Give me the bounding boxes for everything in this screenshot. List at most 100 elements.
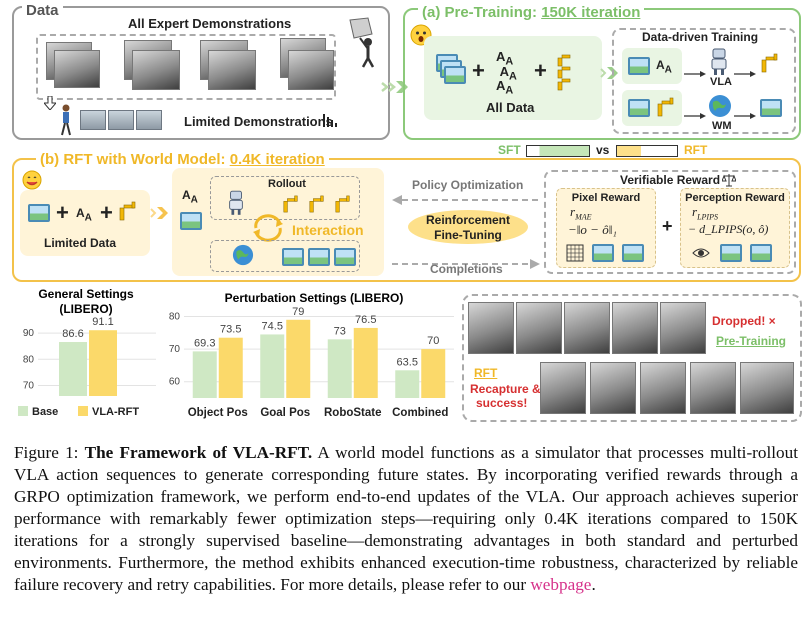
arrow-to-vla <box>684 64 706 77</box>
perception-reward-image-2 <box>750 244 772 262</box>
legend-swatch-base <box>18 406 28 416</box>
rf-line2: Fine-Tuning <box>434 228 502 242</box>
perturb-data-label-0-1: 73.5 <box>220 324 241 336</box>
perception-reward-formula: − d_LPIPS(o, ô) <box>688 222 769 236</box>
pixel-reward-sub: MAE <box>575 212 592 222</box>
caption-title: The Framework of VLA-RFT. <box>84 443 313 462</box>
sft-legend-bar <box>526 145 590 157</box>
vla-label: VLA <box>710 76 732 88</box>
rf-ellipse <box>408 210 528 244</box>
rollout-arm-icon-1 <box>282 194 300 214</box>
rft-frame-5 <box>740 362 794 414</box>
arrow-vla-out <box>734 64 756 77</box>
perturb-xtick-3: Combined <box>392 407 448 419</box>
expert-photo-2 <box>54 50 100 88</box>
all-data-label: All Data <box>486 100 535 115</box>
perturb-xtick-0: Object Pos <box>188 407 248 419</box>
rollout-label: Rollout <box>268 178 306 190</box>
interaction-image-icon <box>180 212 202 230</box>
webpage-link[interactable]: webpage <box>530 575 592 594</box>
forward-arrow-icon <box>380 80 410 94</box>
limited-data-box <box>20 190 150 256</box>
wm-output-image-3 <box>334 248 356 266</box>
perturb-xtick-2: RoboState <box>324 407 382 419</box>
vla-robot-icon <box>708 48 730 76</box>
decrease-chart-icon <box>322 112 338 128</box>
arrow-wm-out <box>734 106 756 119</box>
rft-title: (b) RFT with World Model: 0.4K iteration <box>36 151 329 168</box>
smile-emoji-icon <box>22 170 42 190</box>
pixel-reward-image-1 <box>592 244 614 262</box>
expert-photo-4 <box>132 50 180 90</box>
perturbation-chart-title: Perturbation Settings (LIBERO) <box>225 291 404 305</box>
perturbation-settings-chart: Perturbation Settings (LIBERO) 60 70 80 69.… <box>169 291 454 419</box>
interaction-globe-icon <box>232 244 254 266</box>
robot-arm-output-icon <box>760 52 780 74</box>
dropped-label: Dropped! × <box>712 314 776 328</box>
perturb-ytick-1: 70 <box>169 344 181 355</box>
pretrain-frame-4 <box>612 302 658 354</box>
dropped-text: Dropped! <box>712 314 766 328</box>
perturb-ytick-2: 80 <box>169 312 181 323</box>
data-driven-box <box>612 28 796 134</box>
perception-reward-r: r <box>692 204 698 219</box>
pretrain-title: (a) Pre-Training: 150K iteration <box>418 4 645 21</box>
rft-title-prefix: (b) RFT with World Model: <box>40 151 230 168</box>
orange-arrow-icon <box>150 206 170 220</box>
pretrain-frame-5 <box>660 302 706 354</box>
verifiable-reward-title: Verifiable Reward <box>620 173 721 187</box>
perturb-data-label-1-1: 79 <box>292 306 304 318</box>
rft-legend-label: RFT <box>684 143 708 157</box>
perturb-bar-1-base <box>260 334 285 398</box>
rft-frame-1 <box>540 362 586 414</box>
general-chart-title-line1: General Settings <box>38 287 134 301</box>
perturb-data-label-1-0: 74.5 <box>262 320 283 332</box>
reward-plus: + <box>662 216 673 236</box>
pretrain-frame-3 <box>564 302 610 354</box>
perception-reward-title: Perception Reward <box>685 192 785 204</box>
limited-data-label: Limited Data <box>44 236 117 250</box>
rft-frame-2 <box>590 362 636 414</box>
limited-data-image-icon <box>28 204 50 222</box>
rft-panel <box>12 158 801 282</box>
perturb-bar-3-vla-rft <box>421 349 446 398</box>
pixel-reward-r: r <box>570 204 576 219</box>
rft-frame-4 <box>690 362 736 414</box>
figure-caption: Figure 1: The Framework of VLA-RFT. A wo… <box>14 442 798 596</box>
pretrain-title-prefix: (a) Pre-Training: <box>422 4 542 21</box>
rft-demo-label: RFT <box>474 366 498 380</box>
perturb-data-label-0-0: 69.3 <box>194 337 215 349</box>
rollout-robot-icon <box>226 190 246 216</box>
data-driven-title: Data-driven Training <box>642 30 759 44</box>
perturb-ytick-0: 60 <box>169 377 181 388</box>
pixel-reward-image-2 <box>622 244 644 262</box>
caption-end: . <box>591 575 596 594</box>
plus-sign-2: + <box>534 58 547 83</box>
walking-person-icon <box>58 104 74 136</box>
plus-sign-1: + <box>472 58 485 83</box>
limited-data-arm-icon <box>118 200 138 222</box>
down-arrow-icon <box>42 95 58 111</box>
perturb-xtick-1: Goal Pos <box>260 407 310 419</box>
wm-label: WM <box>712 120 732 132</box>
expert-demos-label: All Expert Demonstrations <box>128 16 292 31</box>
expert-photo-8 <box>288 50 334 90</box>
perturb-bar-2-vla-rft <box>353 327 378 398</box>
perturb-bar-2-base <box>327 339 352 398</box>
perturb-data-label-2-0: 73 <box>334 325 346 337</box>
perturb-bar-3-base <box>395 370 420 398</box>
image-stack-icon-3 <box>444 66 466 84</box>
general-ytick-0: 70 <box>23 381 35 392</box>
data-panel-title: Data <box>22 2 63 19</box>
rft-legend-bar <box>616 145 678 157</box>
limited-demos-label: Limited Demonstrations <box>184 114 333 129</box>
general-ytick-1: 80 <box>23 354 35 365</box>
interaction-text-icon: AA <box>182 188 198 206</box>
recapture-line2: success! <box>476 396 528 410</box>
perturb-data-label-2-1: 76.5 <box>355 314 376 326</box>
rft-frame-3 <box>640 362 686 414</box>
pretrain-frame-1 <box>468 302 514 354</box>
policy-opt-arrow <box>392 192 540 205</box>
caption-figure-label: Figure 1: <box>14 443 79 462</box>
general-data-label-1: 91.1 <box>92 316 113 328</box>
